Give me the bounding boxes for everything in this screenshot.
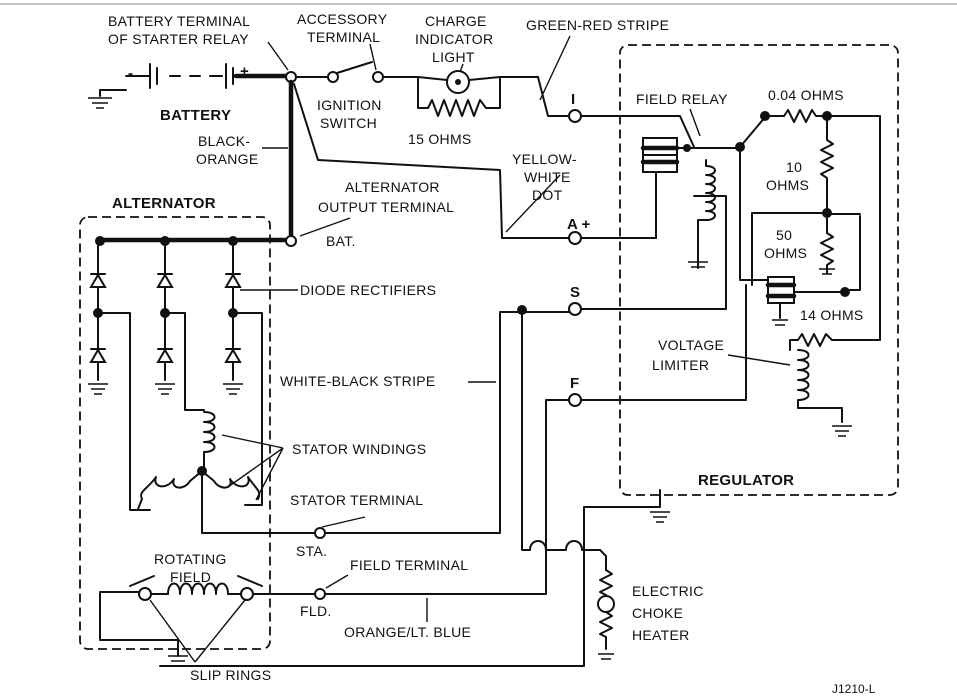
- svg-text:LIGHT: LIGHT: [432, 49, 475, 65]
- label-stator-windings: STATOR WINDINGS: [292, 441, 426, 457]
- rotating-field: [99, 575, 317, 667]
- terminal-i-label: I: [571, 91, 575, 108]
- svg-text:FIELD: FIELD: [170, 569, 211, 585]
- label-50-ohms: 50 OHMS: [764, 227, 807, 261]
- svg-text:CHOKE: CHOKE: [632, 605, 683, 621]
- terminal-s-label: S: [570, 284, 580, 301]
- resistor-50-ohms: [820, 212, 834, 274]
- label-accessory-terminal: ACCESSORY TERMINAL: [297, 11, 388, 45]
- resistor-14-ohms: [789, 333, 833, 351]
- svg-text:BATTERY TERMINAL: BATTERY TERMINAL: [108, 13, 250, 29]
- svg-text:LIMITER: LIMITER: [652, 357, 709, 373]
- stator-windings: [97, 312, 317, 534]
- svg-text:ELECTRIC: ELECTRIC: [632, 583, 704, 599]
- diode-rectifiers: [88, 236, 243, 395]
- terminal-f: [568, 393, 582, 407]
- svg-text:OHMS: OHMS: [764, 245, 807, 261]
- svg-text:OF STARTER RELAY: OF STARTER RELAY: [108, 31, 249, 47]
- svg-text:BLACK-: BLACK-: [198, 133, 250, 149]
- label-orange-lt-blue: ORANGE/LT. BLUE: [344, 624, 471, 640]
- label-fld: FLD.: [300, 603, 332, 619]
- label-battery: BATTERY: [160, 107, 231, 124]
- label-yellow-white-dot: YELLOW- WHITE DOT: [512, 151, 577, 203]
- resistor-004-ohms: [783, 109, 827, 123]
- choke-element: [597, 595, 615, 613]
- svg-text:YELLOW-: YELLOW-: [512, 151, 577, 167]
- label-alternator: ALTERNATOR: [112, 195, 216, 212]
- figure-id: J1210-L: [832, 682, 876, 696]
- stator-terminal: [314, 527, 326, 539]
- svg-text:OUTPUT TERMINAL: OUTPUT TERMINAL: [318, 199, 454, 215]
- label-stator-terminal: STATOR TERMINAL: [290, 492, 423, 508]
- label-white-black-stripe: WHITE-BLACK STRIPE: [280, 373, 436, 389]
- svg-text:TERMINAL: TERMINAL: [307, 29, 380, 45]
- yellow-white-wire: [293, 83, 571, 239]
- label-black-orange: BLACK- ORANGE: [196, 133, 258, 167]
- label-14-ohms: 14 OHMS: [800, 307, 864, 323]
- alternator-box: [79, 216, 271, 650]
- svg-text:ORANGE: ORANGE: [196, 151, 258, 167]
- ignition-switch-blade: [336, 61, 373, 74]
- label-field-relay: FIELD RELAY: [636, 91, 728, 107]
- svg-text:OHMS: OHMS: [766, 177, 809, 193]
- voltage-limiter: [765, 215, 861, 437]
- label-voltage-limiter: VOLTAGE LIMITER: [652, 337, 724, 373]
- label-rotating-field: ROTATING FIELD: [154, 551, 227, 585]
- label-regulator: REGULATOR: [698, 472, 794, 489]
- label-004-ohms: 0.04 OHMS: [768, 87, 844, 103]
- terminal-s: [568, 302, 582, 316]
- svg-text:INDICATOR: INDICATOR: [415, 31, 493, 47]
- svg-text:SWITCH: SWITCH: [320, 115, 377, 131]
- ignition-switch-contact: [372, 71, 384, 83]
- label-sta: STA.: [296, 543, 327, 559]
- label-slip-rings: SLIP RINGS: [190, 667, 271, 683]
- terminal-f-label: F: [570, 375, 579, 392]
- orange-lt-blue-wire: [324, 399, 571, 595]
- svg-text:ACCESSORY: ACCESSORY: [297, 11, 388, 27]
- label-bat: BAT.: [326, 233, 356, 249]
- svg-text:WHITE: WHITE: [524, 169, 571, 185]
- field-terminal: [314, 588, 326, 600]
- label-10-ohms: 10 OHMS: [766, 159, 809, 193]
- label-electric-choke: ELECTRIC CHOKE HEATER: [632, 583, 704, 643]
- svg-text:DOT: DOT: [532, 187, 563, 203]
- label-alternator-output: ALTERNATOR OUTPUT TERMINAL: [318, 179, 454, 215]
- battery-symbol: [88, 63, 293, 109]
- label-diode-rectifiers: DIODE RECTIFIERS: [300, 282, 436, 298]
- terminal-i: [568, 109, 582, 123]
- label-ignition-switch: IGNITION SWITCH: [317, 97, 382, 131]
- label-green-red-stripe: GREEN-RED STRIPE: [526, 17, 669, 33]
- terminal-a-plus-label: A +: [567, 216, 590, 233]
- svg-text:50: 50: [776, 227, 792, 243]
- battery-plus-sign: +: [240, 63, 249, 80]
- terminal-a-plus: [568, 231, 582, 245]
- accessory-terminal-node: [327, 71, 339, 83]
- svg-text:CHARGE: CHARGE: [425, 13, 487, 29]
- regulator-box: [619, 44, 899, 496]
- label-charge-indicator: CHARGE INDICATOR LIGHT: [415, 13, 493, 65]
- resistor-15-ohms: [417, 76, 501, 117]
- svg-text:HEATER: HEATER: [632, 627, 690, 643]
- svg-text:VOLTAGE: VOLTAGE: [658, 337, 724, 353]
- field-relay: [640, 137, 745, 269]
- label-field-terminal: FIELD TERMINAL: [350, 557, 468, 573]
- svg-text:ALTERNATOR: ALTERNATOR: [345, 179, 440, 195]
- choke-resistor: [599, 569, 613, 596]
- resistor-10-ohms: [820, 115, 834, 213]
- svg-text:10: 10: [786, 159, 802, 175]
- svg-text:ROTATING: ROTATING: [154, 551, 227, 567]
- white-black-wire: [324, 311, 571, 534]
- bat-terminal: [285, 235, 297, 247]
- label-battery-terminal: BATTERY TERMINAL OF STARTER RELAY: [108, 13, 250, 47]
- battery-minus-sign: -: [128, 65, 133, 82]
- label-15-ohms: 15 OHMS: [408, 131, 472, 147]
- svg-text:IGNITION: IGNITION: [317, 97, 382, 113]
